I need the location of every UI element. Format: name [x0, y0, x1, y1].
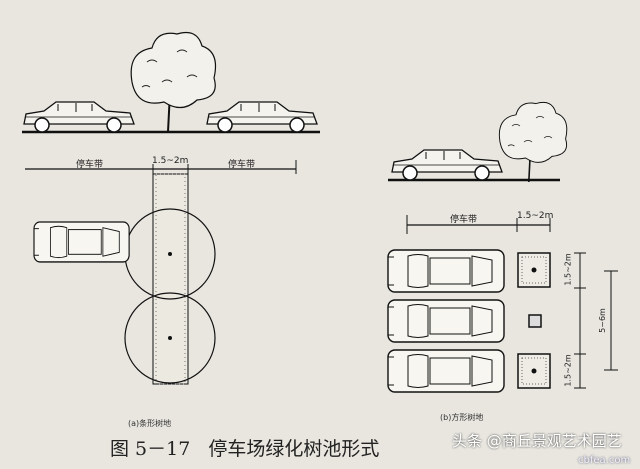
watermark-site: cbfea.com — [578, 455, 631, 466]
panel-b-elevation — [388, 101, 568, 183]
caption-b: (b)方形树地 — [440, 413, 484, 422]
figure-caption: 停车场绿化树池形式 — [208, 438, 380, 460]
car-top — [33, 221, 130, 263]
watermark: 头条 @商丘景观艺术园艺 — [452, 432, 622, 450]
panel-b-plan — [387, 249, 618, 393]
car-side-left — [23, 101, 135, 133]
car-side — [391, 149, 503, 181]
figure-title: 图 5－17 停车场绿化树池形式 — [110, 438, 397, 460]
figure-number: 图 5－17 — [110, 438, 191, 460]
dim-label-parking: 停车带 — [450, 215, 478, 225]
tree-canopy — [124, 292, 216, 384]
dim-label-strip-width: 1.5~2m — [152, 156, 189, 166]
car-side-right — [206, 101, 318, 133]
caption-a: (a)条形树地 — [128, 419, 172, 428]
car-top — [387, 349, 505, 393]
tree — [498, 101, 568, 183]
car-top — [387, 249, 505, 293]
dim-label-pit-width: 1.5~2m — [517, 211, 554, 221]
vertical-label-bottom: 1.5~2m — [563, 354, 573, 387]
dim-label-parking-left: 停车带 — [76, 160, 104, 170]
vertical-label-spacing: 5~6m — [597, 308, 607, 333]
dim-label-parking-right: 停车带 — [228, 160, 256, 170]
panel-a-plan — [33, 173, 216, 385]
tree — [130, 31, 217, 133]
panel-a-elevation — [22, 31, 320, 134]
tree-pit-small — [528, 314, 542, 328]
vertical-label-top: 1.5~2m — [563, 253, 573, 286]
panel-b-dimension — [406, 215, 551, 234]
car-top — [387, 299, 505, 343]
